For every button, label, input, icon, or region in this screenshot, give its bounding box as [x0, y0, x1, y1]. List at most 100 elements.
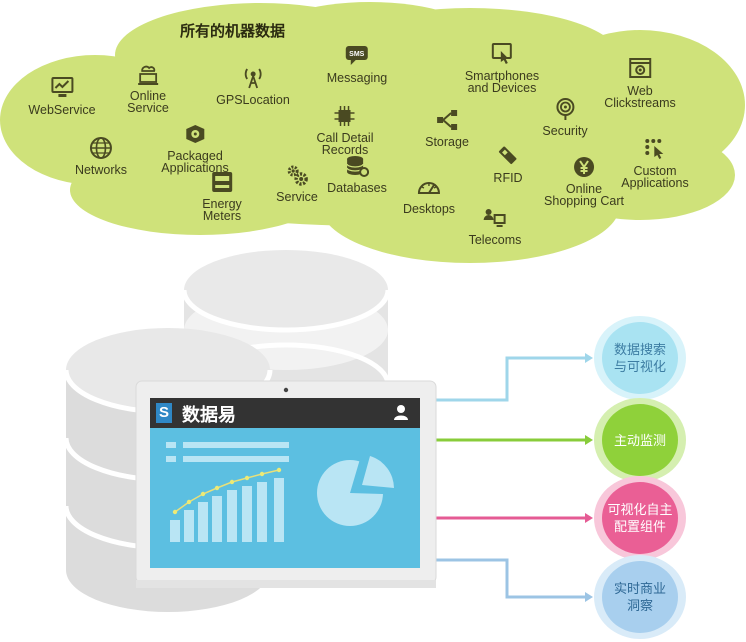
screen-pie-graphic: [317, 456, 394, 526]
output-circle: 主动监测: [594, 398, 686, 482]
screen-bar-graphic: [170, 467, 284, 542]
cloud-title: 所有的机器数据: [180, 23, 286, 40]
data-source-webservice: WebService: [28, 76, 96, 117]
data-source-label: Service: [276, 190, 318, 204]
data-source-gpslocation: GPSLocation: [216, 66, 290, 106]
share-nodes-icon: [425, 108, 469, 134]
data-source-energy-meters: Energy Meters: [202, 170, 242, 222]
screen-bar: [170, 520, 180, 542]
screen-trend-point: [172, 509, 178, 515]
screen-bar: [227, 490, 237, 542]
app-logo-letter: S: [158, 404, 169, 421]
data-source-online-shopping: Online Shopping Cart: [544, 155, 624, 207]
screen-list-bullet: [166, 456, 176, 462]
screen-list-bullet: [166, 442, 176, 448]
app-logo: S: [156, 403, 172, 423]
monitor-chart-icon: [28, 76, 95, 102]
data-source-label: RFID: [493, 171, 523, 185]
data-cloud: [0, 2, 745, 263]
fingerprint-icon: [542, 97, 587, 123]
data-source-label: Databases: [327, 181, 387, 195]
screen-trend-point: [200, 491, 206, 497]
output-circle: 数据搜索 与可视化: [594, 316, 686, 400]
screen-bar: [212, 496, 222, 542]
browser-click-icon: [604, 57, 676, 83]
output-label: 数据搜索 与可视化: [613, 342, 666, 374]
data-source-label: GPSLocation: [216, 93, 290, 107]
data-source-smartphones: Smartphones and Devices: [465, 42, 539, 94]
user-avatar-icon: [392, 403, 410, 421]
yen-coin-icon: [544, 155, 624, 181]
connector-arrow-icon: [585, 353, 593, 363]
globe-icon: [75, 136, 127, 162]
data-source-label: Web Clickstreams: [604, 84, 676, 110]
screen-trend-point: [244, 475, 250, 481]
output-circle: 实时商业 洞察: [594, 555, 686, 639]
data-source-label: WebService: [28, 103, 96, 117]
data-source-call-detail: Call Detail Records: [316, 104, 374, 157]
connector-lines: [436, 353, 593, 602]
app-name: 数据易: [182, 405, 236, 425]
data-source-storage: Storage: [425, 108, 469, 148]
data-source-databases: Databases: [327, 154, 387, 194]
box-disc-icon: [161, 122, 228, 148]
data-source-label: Desktops: [402, 202, 456, 216]
touch-grid-icon: [621, 137, 688, 163]
data-source-security: Security: [542, 97, 588, 137]
data-source-label: Messaging: [326, 71, 388, 85]
data-source-rfid: RFID: [493, 144, 523, 185]
screen-trend-point: [276, 467, 282, 473]
app-header-bar: [150, 398, 420, 428]
laptop: [135, 380, 437, 588]
screen-trend-point: [186, 499, 192, 505]
screen-trend-point: [259, 471, 265, 477]
screen-list-line: [183, 456, 289, 462]
meter-icon: [202, 170, 242, 196]
screen-bar: [274, 478, 284, 542]
output-circle: 可视化自主 配置组件: [594, 476, 686, 560]
data-source-desktops: Desktops: [403, 175, 455, 215]
data-source-label: Energy Meters: [202, 197, 242, 223]
data-source-online-service: Online Service: [127, 62, 169, 114]
connector-line: [436, 558, 585, 599]
connector-arrow-icon: [585, 435, 593, 445]
data-source-label: Call Detail Records: [316, 131, 374, 157]
smartphone-touch-icon: [465, 42, 539, 68]
gauge-icon: [403, 175, 455, 201]
data-source-packaged-apps: Packaged Applications: [161, 122, 229, 174]
data-source-label: Telecoms: [468, 233, 522, 247]
telecom-icon: [469, 206, 522, 232]
database-gear-icon: [327, 154, 387, 180]
data-source-label: Online Service: [127, 89, 169, 115]
data-source-web-clickstreams: Web Clickstreams: [604, 57, 676, 109]
antenna-icon: [216, 66, 290, 92]
screen-list-line: [183, 442, 289, 448]
screen-trend-line: [174, 469, 280, 513]
screen-trend-point: [214, 485, 220, 491]
connector-line: [436, 356, 585, 402]
output-label: 可视化自主 配置组件: [607, 502, 673, 534]
data-source-networks: Networks: [75, 136, 127, 176]
gears-icon: [276, 163, 318, 189]
output-label: 主动监测: [613, 432, 666, 448]
data-source-label: Storage: [425, 135, 469, 149]
connector-arrow-icon: [585, 592, 593, 602]
data-source-custom-apps: Custom Applications: [621, 137, 689, 190]
screen-bar: [184, 510, 194, 542]
rfid-tag-icon: [493, 144, 522, 170]
connector-arrow-icon: [585, 513, 593, 523]
data-source-telecoms: Telecoms: [468, 206, 522, 247]
data-source-label: Networks: [74, 163, 128, 177]
chip-icon: [317, 104, 374, 130]
screen-bar: [198, 502, 208, 542]
data-source-service: Service: [276, 163, 318, 203]
screen-trend-point: [229, 479, 235, 485]
screen-bar: [257, 482, 267, 542]
data-source-label: Custom Applications: [621, 164, 689, 190]
cloud-computer-icon: [127, 62, 169, 88]
sms-bubble-icon: SMS: [327, 44, 387, 70]
data-source-label: Smartphones and Devices: [464, 69, 540, 95]
